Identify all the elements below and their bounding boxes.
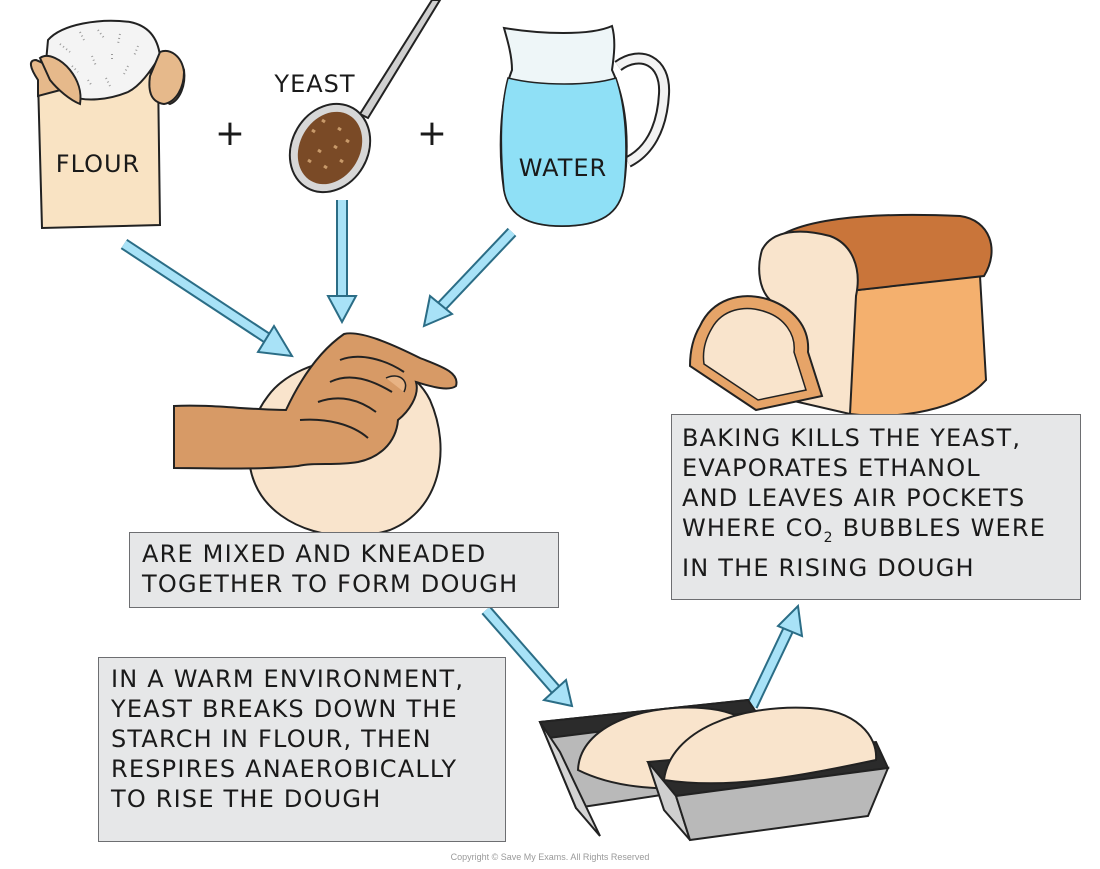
water-label: WATER bbox=[519, 154, 607, 182]
caption-line: TOGETHER TO FORM DOUGH bbox=[142, 569, 558, 599]
arrow-yeast-to-dough bbox=[328, 200, 356, 322]
caption-line: TO RISE THE DOUGH bbox=[111, 784, 505, 814]
arrow-flour-to-dough bbox=[124, 244, 292, 356]
caption-line: ARE MIXED AND KNEADED bbox=[142, 539, 558, 569]
caption-line: RESPIRES ANAEROBICALLY bbox=[111, 754, 505, 784]
co2-suffix: BUBBLES WERE bbox=[834, 514, 1046, 542]
plus-sign: + bbox=[417, 113, 447, 154]
caption-line: BAKING KILLS THE YEAST, bbox=[682, 423, 1080, 453]
mixing-caption-box: ARE MIXED AND KNEADED TOGETHER TO FORM D… bbox=[129, 532, 559, 608]
caption-line: YEAST BREAKS DOWN THE bbox=[111, 694, 505, 724]
flour-label: FLOUR bbox=[56, 150, 140, 178]
baked-loaf-icon bbox=[690, 215, 992, 416]
caption-line: IN THE RISING DOUGH bbox=[682, 553, 1080, 583]
flour-bag-icon bbox=[31, 21, 184, 228]
baking-caption-box: BAKING KILLS THE YEAST, EVAPORATES ETHAN… bbox=[671, 414, 1081, 600]
rising-caption-box: IN A WARM ENVIRONMENT, YEAST BREAKS DOWN… bbox=[98, 657, 506, 842]
co2-prefix: WHERE CO bbox=[682, 514, 824, 542]
caption-line: WHERE CO2 BUBBLES WERE bbox=[682, 513, 1080, 553]
arrow-water-to-dough bbox=[424, 232, 512, 326]
copyright-notice: Copyright © Save My Exams. All Rights Re… bbox=[0, 852, 1100, 862]
co2-subscript: 2 bbox=[824, 530, 834, 546]
caption-line: IN A WARM ENVIRONMENT, bbox=[111, 664, 505, 694]
arrow-tins-to-bread bbox=[752, 606, 802, 706]
caption-line: EVAPORATES ETHANOL bbox=[682, 453, 1080, 483]
water-jug-icon bbox=[501, 26, 664, 226]
caption-line: AND LEAVES AIR POCKETS bbox=[682, 483, 1080, 513]
caption-line: STARCH IN FLOUR, THEN bbox=[111, 724, 505, 754]
yeast-spoon-icon bbox=[274, 0, 440, 207]
plus-sign: + bbox=[215, 113, 245, 154]
yeast-label: YEAST bbox=[273, 70, 355, 98]
